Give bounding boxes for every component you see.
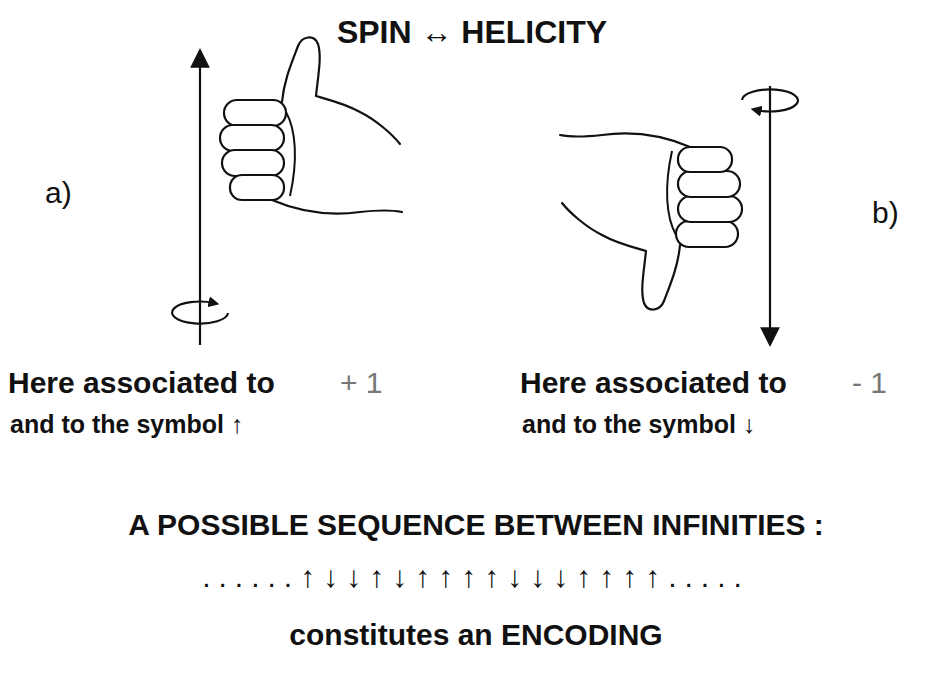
caption-text: Here associated to (8, 366, 275, 401)
panel-letter: a) (45, 176, 72, 211)
value-number: - 1 (852, 366, 887, 401)
caption-text: and to the symbol ↑ (10, 410, 243, 439)
spin-sequence: ......↑↓↓↑↓↑↑↑↑↓↓↓↑↑↑↑..... (4, 560, 944, 595)
spin-up-figure (172, 37, 402, 345)
value-number: + 1 (340, 366, 383, 401)
caption-text: and to the symbol ↓ (522, 410, 755, 439)
diagram-title: SPIN ↔ HELICITY (0, 14, 944, 51)
panel-letter: b) (872, 196, 899, 231)
caption-text: Here associated to (520, 366, 787, 401)
heading-text: A POSSIBLE SEQUENCE BETWEEN INFINITIES : (4, 508, 944, 543)
spin-down-figure (560, 86, 798, 343)
caption-text: constitutes an ENCODING (4, 618, 944, 653)
